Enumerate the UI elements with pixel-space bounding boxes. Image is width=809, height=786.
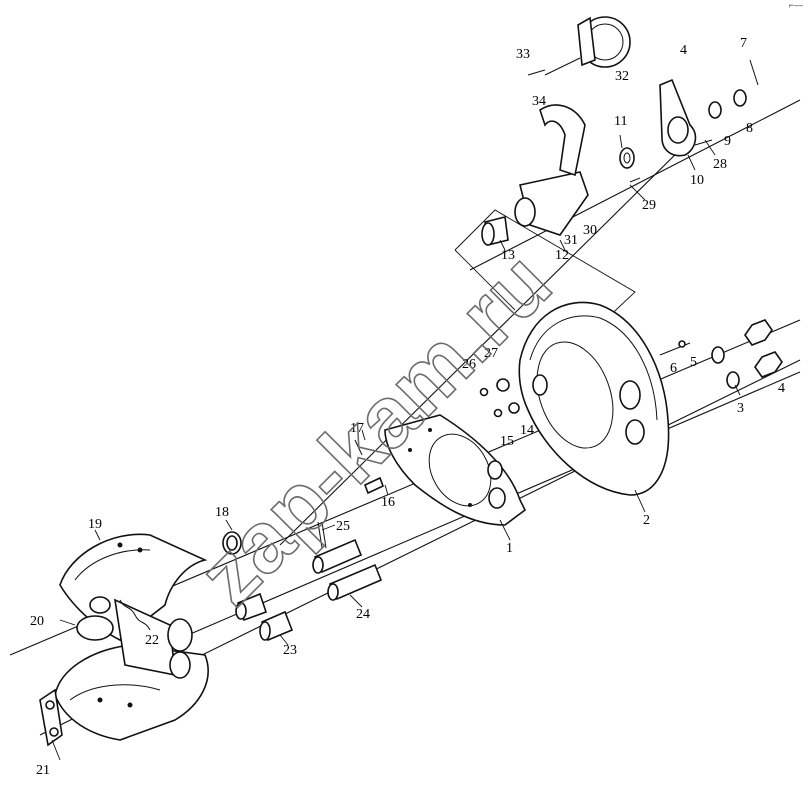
label-part-19: 19 [88, 517, 102, 532]
label-part-13: 13 [501, 248, 515, 263]
brake-shoe-assembly [54, 533, 209, 741]
corner-mark: ⌐— [788, 0, 803, 10]
label-part-11: 11 [614, 114, 627, 129]
small-hardware [479, 378, 520, 418]
label-part-33: 33 [516, 47, 530, 62]
label-part-5: 5 [690, 355, 697, 370]
label-part-31: 31 [564, 233, 578, 248]
label-part-10: 10 [690, 173, 704, 188]
label-part-6: 6 [670, 361, 677, 376]
slack-adjuster [629, 59, 759, 183]
label-part-12: 12 [555, 248, 569, 263]
label-part-4-top: 4 [680, 43, 687, 58]
part-labels: 1 2 3 4 4 5 6 7 8 9 10 11 12 13 14 15 16… [30, 36, 785, 778]
label-part-26: 26 [462, 357, 476, 372]
label-part-20: 20 [30, 614, 44, 629]
spider-flange-1 [384, 414, 527, 526]
brake-chamber [527, 16, 631, 76]
label-part-16: 16 [381, 495, 395, 510]
pins-and-bushings [235, 521, 383, 642]
label-part-8: 8 [746, 121, 753, 136]
label-part-24: 24 [356, 607, 370, 622]
label-part-25: 25 [336, 519, 350, 534]
label-part-27: 27 [484, 346, 498, 361]
nuts-and-washers [659, 319, 783, 389]
label-part-15: 15 [500, 434, 514, 449]
label-part-14: 14 [520, 423, 534, 438]
camshaft-bracket [481, 104, 635, 246]
label-part-29: 29 [642, 198, 656, 213]
label-part-32: 32 [615, 69, 629, 84]
label-part-3: 3 [737, 401, 744, 416]
leader-lines [51, 134, 741, 761]
label-part-9: 9 [724, 134, 731, 149]
label-part-34: 34 [532, 94, 546, 109]
dust-shield-2 [518, 301, 670, 496]
seal-and-bolts [222, 439, 385, 555]
link-plate-21 [39, 688, 63, 747]
label-part-23: 23 [283, 643, 297, 658]
label-part-4-bottom: 4 [778, 381, 785, 396]
label-part-21: 21 [36, 763, 50, 778]
label-part-2: 2 [643, 513, 650, 528]
label-part-30: 30 [583, 223, 597, 238]
label-part-17: 17 [350, 421, 364, 436]
bushing-frame [454, 209, 636, 326]
label-part-22: 22 [145, 633, 159, 648]
label-part-1: 1 [506, 541, 513, 556]
label-part-28: 28 [713, 157, 727, 172]
label-part-7: 7 [740, 36, 747, 51]
label-part-18: 18 [215, 505, 229, 520]
